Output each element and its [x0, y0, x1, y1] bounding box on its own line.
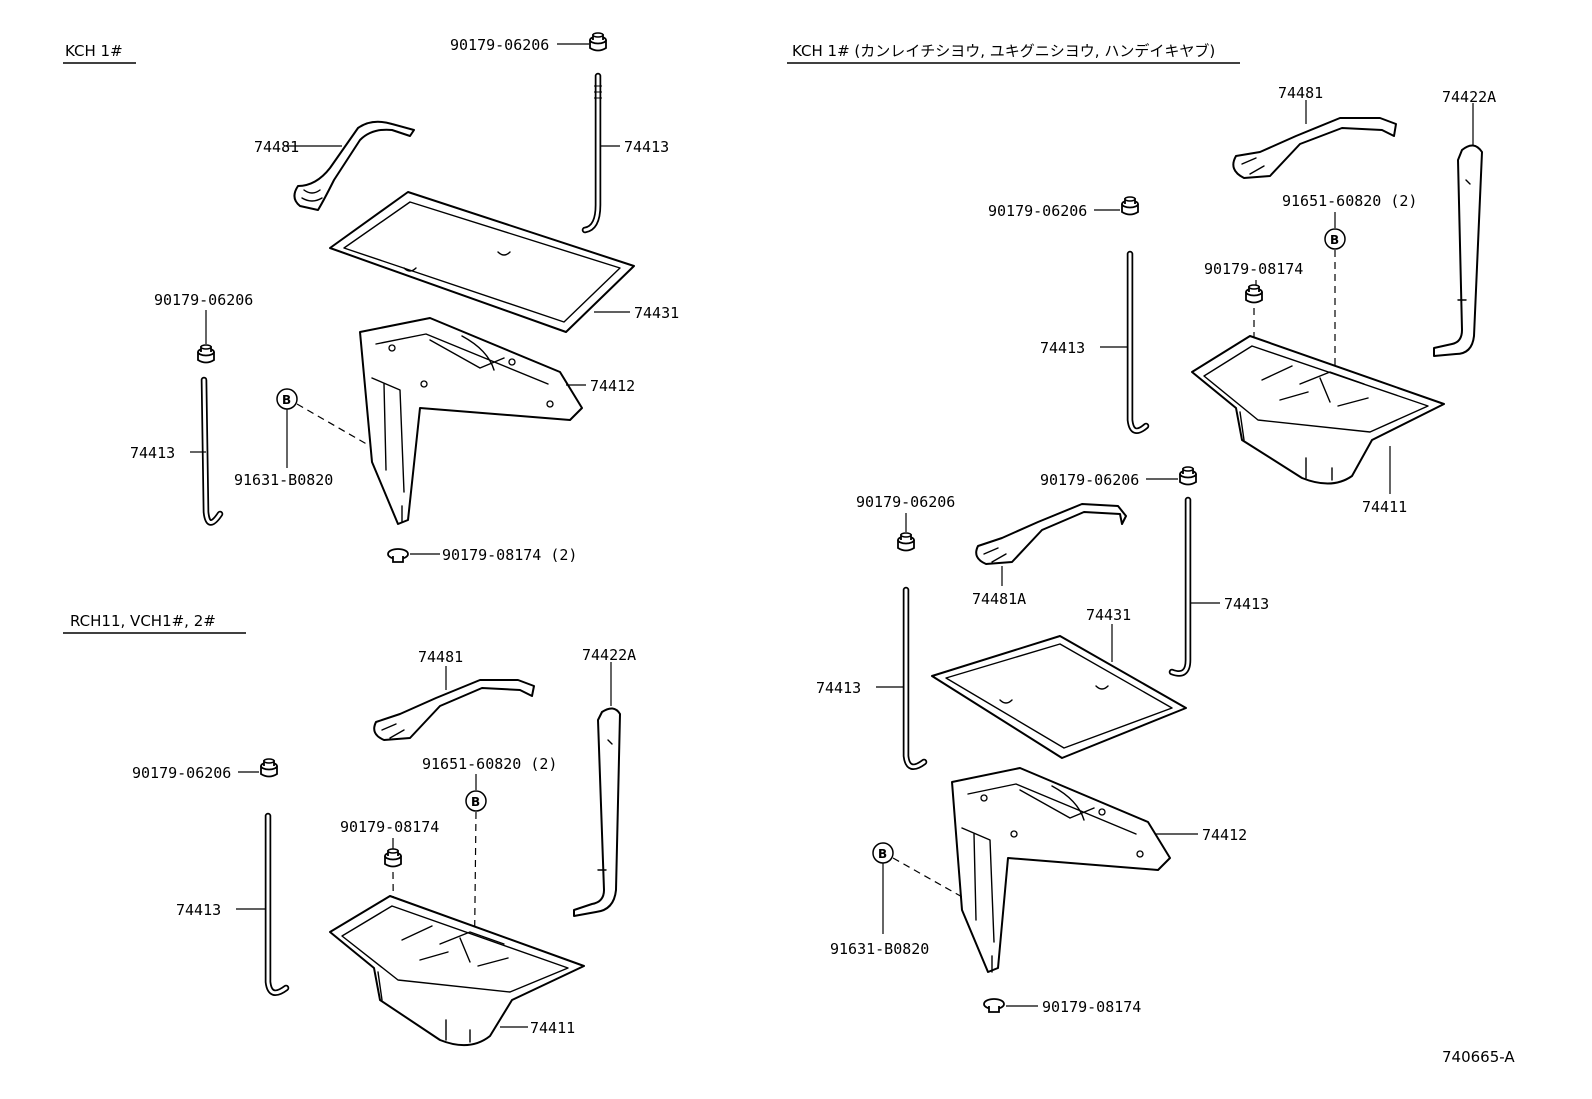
tie-rod-icon	[1168, 496, 1192, 677]
label-b-tray: 74411	[530, 1019, 575, 1037]
label-a-clip: 90179-08174 (2)	[442, 546, 577, 564]
nut-icon	[260, 758, 278, 778]
clamp-icon	[1232, 117, 1397, 179]
label-c-clamp-a: 74481A	[972, 590, 1026, 608]
battery-stay-icon	[1433, 144, 1483, 357]
label-b-stay: 74422A	[582, 646, 636, 664]
figure-code: 740665-A	[1442, 1048, 1515, 1066]
label-c-rod2: 74413	[1224, 595, 1269, 613]
callout-b-icon: B	[465, 790, 487, 812]
label-c-nut2: 90179-08174	[1204, 260, 1303, 278]
label-c-nut: 90179-06206	[988, 202, 1087, 220]
nut-icon	[1245, 284, 1263, 304]
label-c-stay: 74422A	[1442, 88, 1496, 106]
callout-b-icon: B	[276, 388, 298, 410]
svg-text:KCH 1#: KCH 1#	[65, 42, 123, 60]
callout-b-icon: B	[1324, 228, 1346, 250]
label-c-nut3: 90179-06206	[1040, 471, 1139, 489]
svg-text:RCH11, VCH1#, 2#: RCH11, VCH1#, 2#	[70, 612, 216, 630]
tie-rod-icon	[1126, 250, 1150, 435]
label-c-rod: 74413	[1040, 339, 1085, 357]
label-c-bolt-b: 91651-60820 (2)	[1282, 192, 1417, 210]
nut-icon	[1179, 466, 1197, 486]
clamp-icon	[293, 120, 415, 211]
nut-icon	[589, 32, 607, 52]
label-c-bolt-b2: 91631-B0820	[830, 940, 929, 958]
section-kch1-cold-region: 74481 74422A 90179-06206 91651-60820 (2)…	[816, 84, 1496, 1016]
battery-carrier-icon	[359, 317, 583, 525]
label-a-carrier: 74412	[590, 377, 635, 395]
label-b-nut: 90179-06206	[132, 764, 231, 782]
label-a-nut-left: 90179-06206	[154, 291, 253, 309]
label-c-clip: 90179-08174	[1042, 998, 1141, 1016]
label-c-tray: 74411	[1362, 498, 1407, 516]
battery-cover-icon	[329, 191, 635, 333]
nut-icon	[384, 848, 402, 868]
callout-b-icon: B	[872, 842, 894, 864]
svg-text:B: B	[282, 393, 291, 407]
label-c-carrier: 74412	[1202, 826, 1247, 844]
label-c-nut4: 90179-06206	[856, 493, 955, 511]
label-b-rod: 74413	[176, 901, 221, 919]
tie-rod-icon	[264, 812, 290, 997]
label-a-bolt-b: 91631-B0820	[234, 471, 333, 489]
svg-text:KCH 1# (カンレイチシヨウ, ユキグニシヨウ, ハンデ: KCH 1# (カンレイチシヨウ, ユキグニシヨウ, ハンデイキヤブ)	[792, 42, 1215, 60]
clamp-icon	[975, 503, 1127, 565]
label-c-rod3: 74413	[816, 679, 861, 697]
svg-text:B: B	[471, 795, 480, 809]
label-a-clamp: 74481	[254, 138, 299, 156]
tie-rod-icon	[902, 586, 928, 771]
nut-icon	[1121, 196, 1139, 216]
battery-tray-icon	[329, 895, 585, 1047]
label-b-clamp: 74481	[418, 648, 463, 666]
svg-text:B: B	[1330, 233, 1339, 247]
heading-kch1-cold-region: KCH 1# (カンレイチシヨウ, ユキグニシヨウ, ハンデイキヤブ)	[787, 42, 1240, 64]
nut-icon	[897, 532, 915, 552]
label-a-rod-right: 74413	[624, 138, 669, 156]
label-a-cover: 74431	[634, 304, 679, 322]
clip-icon	[983, 998, 1005, 1013]
label-c-clamp: 74481	[1278, 84, 1323, 102]
section-rch11: 74481 74422A 91651-60820 (2) B 90179-062…	[132, 646, 636, 1047]
heading-kch1: KCH 1#	[63, 42, 136, 64]
battery-tray-icon	[1191, 335, 1445, 485]
svg-text:B: B	[878, 847, 887, 861]
battery-cover-icon	[931, 635, 1187, 759]
section-kch1: 90179-06206 74413 74481 74431 90179-0620…	[130, 32, 679, 564]
label-c-cover: 74431	[1086, 606, 1131, 624]
label-b-bolt-b: 91651-60820 (2)	[422, 755, 557, 773]
clip-icon	[387, 548, 409, 563]
label-b-nut2: 90179-08174	[340, 818, 439, 836]
heading-rch11: RCH11, VCH1#, 2#	[63, 612, 246, 634]
battery-stay-icon	[573, 707, 621, 917]
label-a-nut-top: 90179-06206	[450, 36, 549, 54]
tie-rod-icon	[581, 72, 602, 234]
battery-carrier-icon	[951, 767, 1171, 973]
clamp-icon	[373, 679, 535, 741]
label-a-rod-left: 74413	[130, 444, 175, 462]
tie-rod-icon	[200, 376, 224, 526]
nut-icon	[197, 344, 215, 364]
